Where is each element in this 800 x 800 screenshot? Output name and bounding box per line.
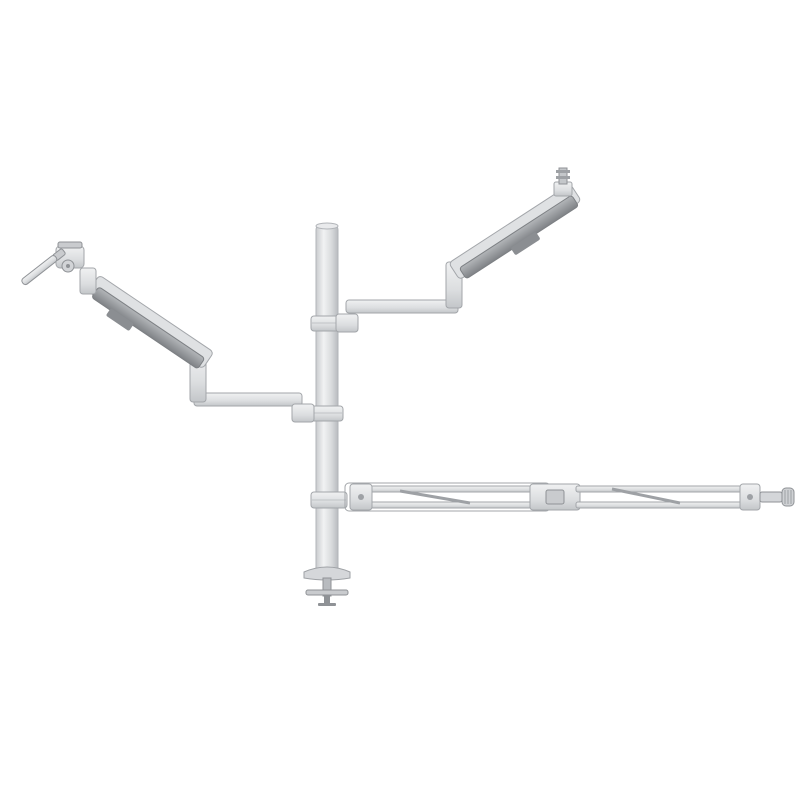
camera-pan-handle	[21, 248, 66, 286]
left-arm	[79, 267, 315, 423]
lower-extension-arm	[344, 482, 783, 512]
right-upper-arm	[335, 167, 581, 333]
pole-collar-middle	[310, 405, 344, 422]
pole-collar-lower	[310, 491, 348, 509]
desk-clamp	[303, 566, 351, 606]
center-pole	[315, 222, 339, 575]
camera-mount-head	[55, 241, 85, 273]
lower-arm-end-knob	[781, 487, 795, 507]
